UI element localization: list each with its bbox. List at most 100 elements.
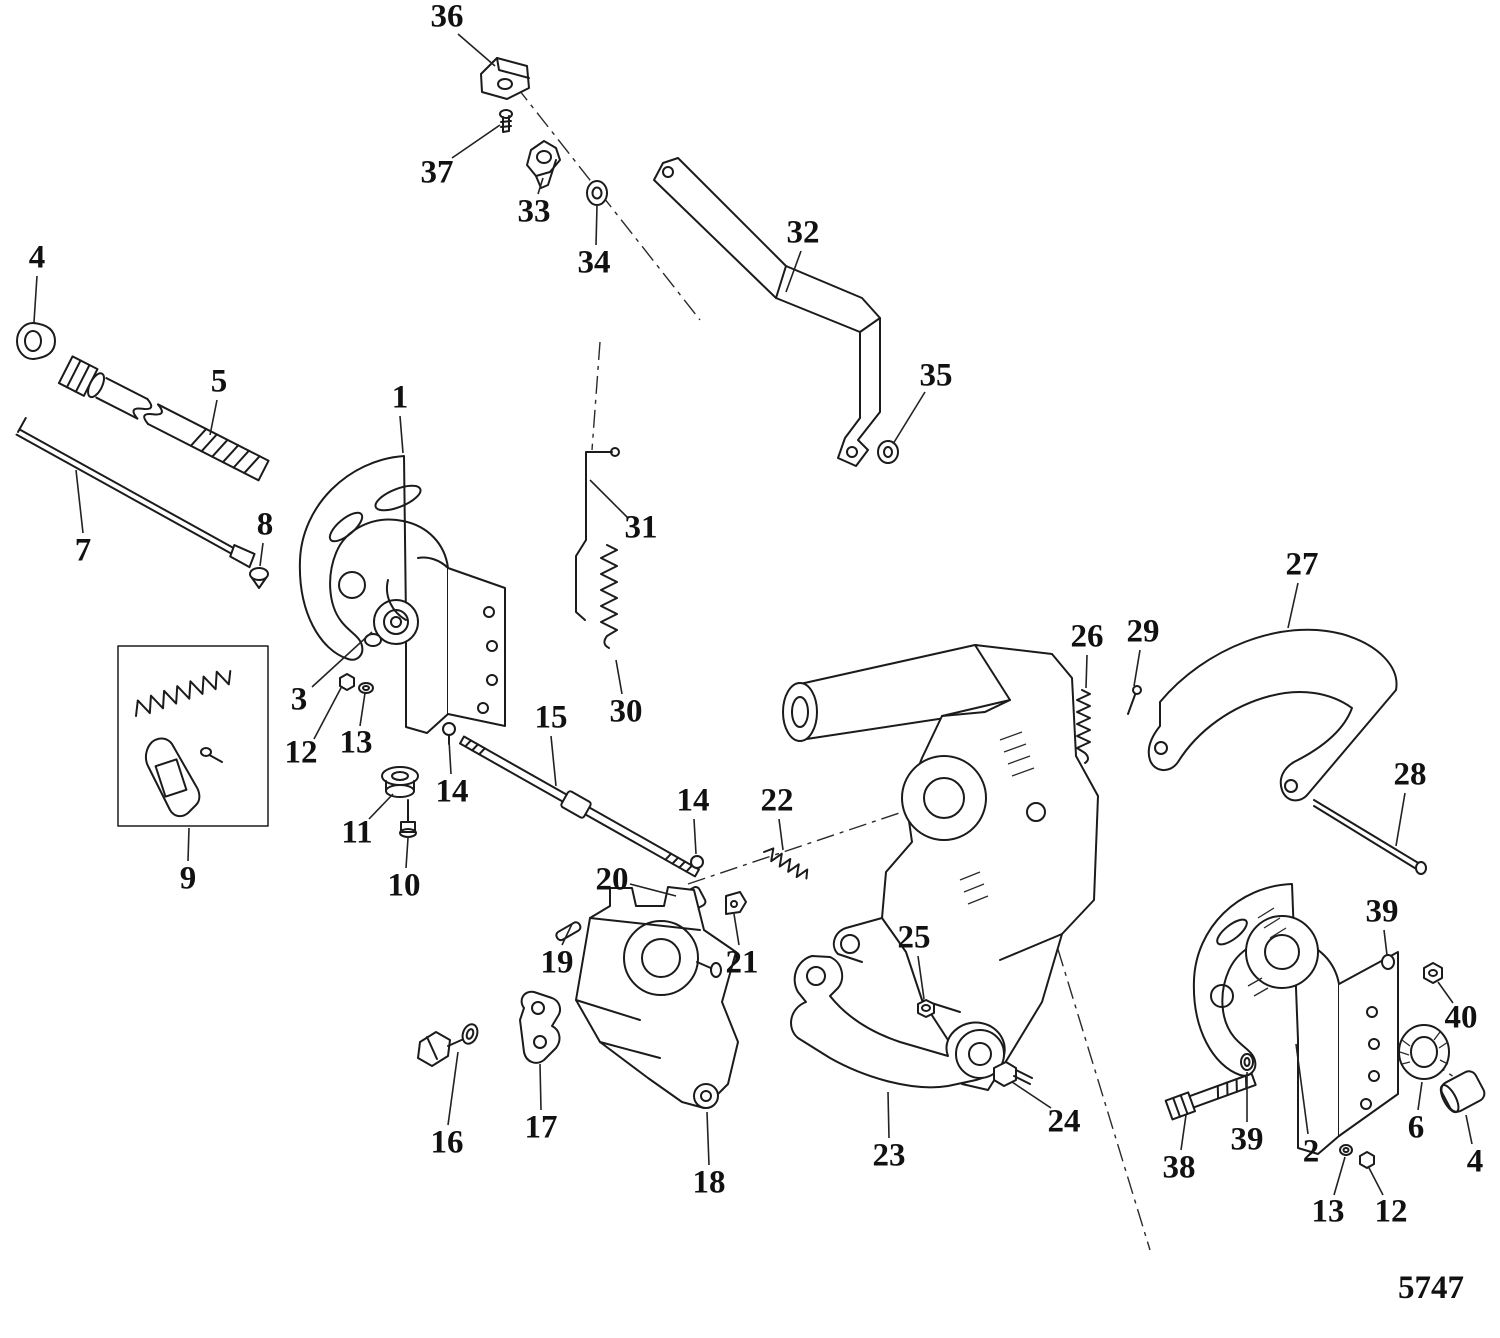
callout-1: 1	[391, 379, 409, 416]
part-2-clamp-bracket-right	[1192, 883, 1399, 1155]
callout-2: 2	[1302, 1133, 1320, 1170]
callout-23: 23	[872, 1137, 906, 1174]
leader-line-7	[75, 469, 84, 534]
callout-12a: 12	[284, 734, 318, 771]
callout-7: 7	[74, 532, 92, 569]
leader-line-30	[615, 659, 623, 695]
leader-line-40	[1437, 981, 1454, 1004]
callout-38: 38	[1162, 1149, 1196, 1186]
leader-line-12b	[1367, 1165, 1384, 1196]
part-13-washer-right	[1339, 1144, 1353, 1156]
part-24-bolt	[993, 1061, 1033, 1087]
part-3-bushing	[364, 633, 382, 647]
leader-line-2	[1295, 1043, 1309, 1135]
leader-line-14b	[693, 818, 697, 855]
callout-16: 16	[430, 1124, 464, 1161]
part-17-plate	[519, 990, 561, 1064]
leader-line-33	[537, 177, 544, 195]
part-38-bolt	[1164, 1072, 1257, 1121]
leader-line-26	[1085, 654, 1088, 689]
part-39-washer-lower	[1240, 1053, 1254, 1071]
callout-37: 37	[420, 154, 454, 191]
leader-line-27	[1287, 582, 1299, 629]
part-8-cap	[249, 567, 269, 589]
callout-14b: 14	[676, 782, 710, 819]
callout-25: 25	[897, 919, 931, 956]
callout-4a: 4	[28, 239, 46, 276]
part-12-nut-left	[339, 673, 355, 691]
part-29-pin	[1127, 685, 1142, 715]
part-7-rod	[15, 417, 256, 569]
callout-13a: 13	[339, 724, 373, 761]
leader-line-23	[887, 1091, 890, 1139]
part-1-clamp-bracket-left	[298, 455, 506, 734]
part-32-shift-bracket	[653, 157, 881, 467]
callout-14a: 14	[435, 773, 469, 810]
leader-line-28	[1395, 792, 1406, 847]
callout-40: 40	[1444, 999, 1478, 1036]
callout-27: 27	[1285, 546, 1319, 583]
callout-26: 26	[1070, 618, 1104, 655]
part-16-bolt	[417, 1023, 479, 1067]
figure-number: 5747	[1398, 1270, 1464, 1306]
callout-4b: 4	[1466, 1143, 1484, 1180]
part-11-grommet	[381, 766, 419, 798]
leader-line-11	[368, 793, 394, 820]
callout-11: 11	[341, 814, 373, 851]
callout-36: 36	[430, 0, 464, 35]
leader-line-16	[447, 1051, 459, 1126]
leader-line-21	[733, 913, 740, 946]
part-37-screw	[499, 109, 513, 133]
callout-39b: 39	[1230, 1121, 1264, 1158]
part-14-pin-a	[442, 722, 456, 745]
leader-line-32	[785, 250, 802, 293]
leader-line-4b	[1465, 1114, 1473, 1145]
leader-line-34	[595, 205, 598, 246]
part-27-top-cowl-bracket	[1147, 628, 1398, 802]
part-14-pin-b	[690, 855, 704, 869]
callout-28: 28	[1393, 756, 1427, 793]
callout-15: 15	[534, 699, 568, 736]
leader-line-29	[1133, 649, 1141, 687]
part-39-washer-upper	[1381, 954, 1395, 970]
part-40-nut	[1423, 962, 1443, 984]
leader-line-31	[589, 479, 629, 519]
callout-35: 35	[919, 357, 953, 394]
callout-9: 9	[179, 860, 197, 897]
callout-32: 32	[786, 214, 820, 251]
part-6-nut	[1398, 1024, 1450, 1080]
part-13-washer-left	[358, 682, 374, 694]
callout-21: 21	[725, 944, 759, 981]
leader-line-25	[917, 955, 925, 1000]
part-4-nut-left	[16, 322, 56, 360]
leader-line-38	[1180, 1114, 1187, 1151]
callout-24: 24	[1047, 1103, 1081, 1140]
part-33-fitting	[526, 140, 561, 189]
part-30-spring	[600, 544, 618, 649]
leader-line-13b	[1333, 1156, 1346, 1196]
callout-17: 17	[524, 1109, 558, 1146]
callout-30: 30	[609, 693, 643, 730]
callout-34: 34	[577, 244, 611, 281]
leader-line-12a	[313, 685, 343, 740]
leader-line-6	[1417, 1081, 1423, 1111]
part-25-nut	[917, 999, 935, 1018]
leader-line-13a	[359, 692, 366, 727]
leader-line-37	[451, 124, 501, 159]
callout-13b: 13	[1311, 1193, 1345, 1230]
part-35-washer	[877, 440, 899, 464]
part-36-anchor-bracket	[480, 57, 530, 100]
callout-33: 33	[517, 193, 551, 230]
leader-line-36	[457, 33, 496, 67]
callout-29: 29	[1126, 613, 1160, 650]
leader-line-8	[259, 542, 264, 567]
callout-31: 31	[624, 509, 658, 546]
leader-line-18	[706, 1111, 710, 1166]
part-9-kit-box	[117, 645, 269, 827]
leader-line-4a	[33, 275, 38, 323]
part-28-rod	[1313, 799, 1427, 875]
